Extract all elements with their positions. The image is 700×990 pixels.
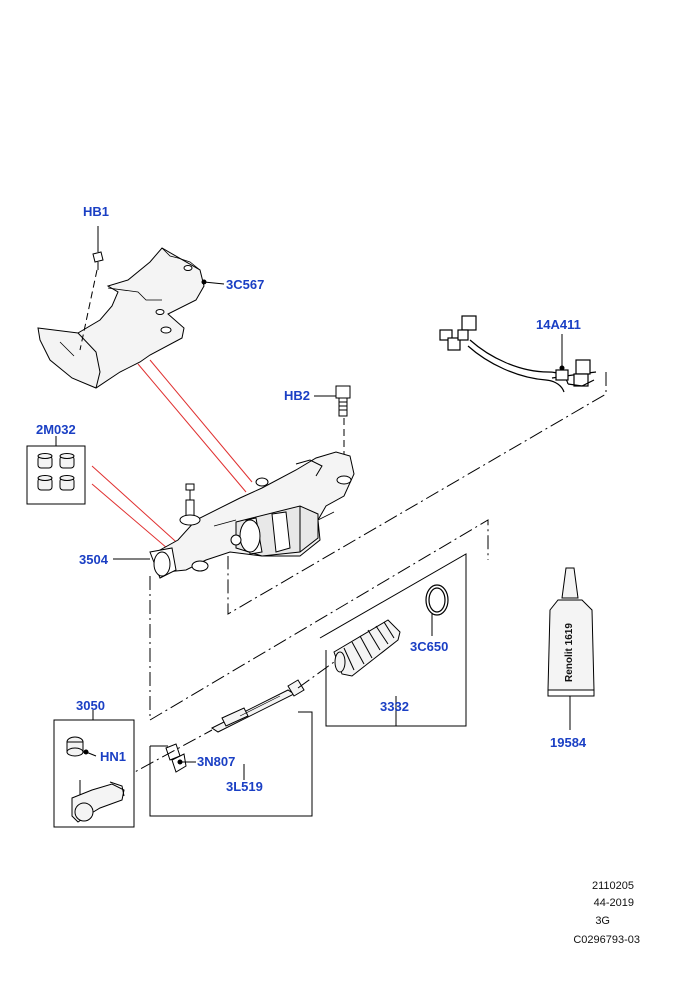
- callout-hb1: HB1: [83, 204, 110, 219]
- tube-label: Renolit 1619: [564, 623, 575, 682]
- callout-3332: 3332: [380, 699, 409, 714]
- hb1-bolt-part: [92, 251, 104, 270]
- tie-rod-end-part: [66, 736, 125, 823]
- bushings-box: [26, 445, 86, 505]
- footer-code-1: 2110205: [591, 880, 634, 892]
- callout-hn1: HN1: [100, 749, 127, 764]
- callout-3c650: 3C650: [410, 639, 449, 654]
- 3n807-clip-part: [165, 743, 187, 773]
- bellows-part: [333, 619, 401, 677]
- callout-14a411: 14A411: [536, 317, 581, 332]
- footer-code-3: 3G: [595, 915, 610, 927]
- tie-rod-dashdot: [119, 729, 213, 781]
- harness-dashdot-line: [227, 372, 607, 615]
- steering-gear-assembly: [149, 451, 355, 579]
- tie-rod-part: [211, 679, 305, 733]
- grease-tube-part: [547, 567, 595, 697]
- bushings-part: [37, 453, 75, 491]
- tie-rod-box: [149, 711, 313, 817]
- callout-19584: 19584: [550, 735, 587, 750]
- upper-dashdot-line: [149, 519, 489, 721]
- callout-3c567: 3C567: [226, 277, 265, 292]
- clamp-part: [425, 584, 449, 616]
- callout-3050: 3050: [76, 698, 105, 713]
- bellows-box: [319, 553, 467, 727]
- hb2-bolt-part: [335, 385, 351, 417]
- callout-2m032: 2M032: [36, 422, 76, 437]
- footer-code-4: C0296793-03: [573, 934, 640, 946]
- footer-code-2: 44-2019: [593, 897, 634, 909]
- callout-3n807: 3N807: [197, 754, 236, 769]
- wiring-harness-part: [439, 315, 597, 393]
- bellows-dashdot: [297, 661, 335, 689]
- callout-hb2: HB2: [284, 388, 311, 403]
- 3c567-leader: [203, 281, 225, 285]
- callout-3504: 3504: [79, 552, 108, 567]
- callout-3l519: 3L519: [226, 779, 263, 794]
- hb1-dashed: [79, 269, 98, 351]
- heat-shield-part: [37, 247, 205, 389]
